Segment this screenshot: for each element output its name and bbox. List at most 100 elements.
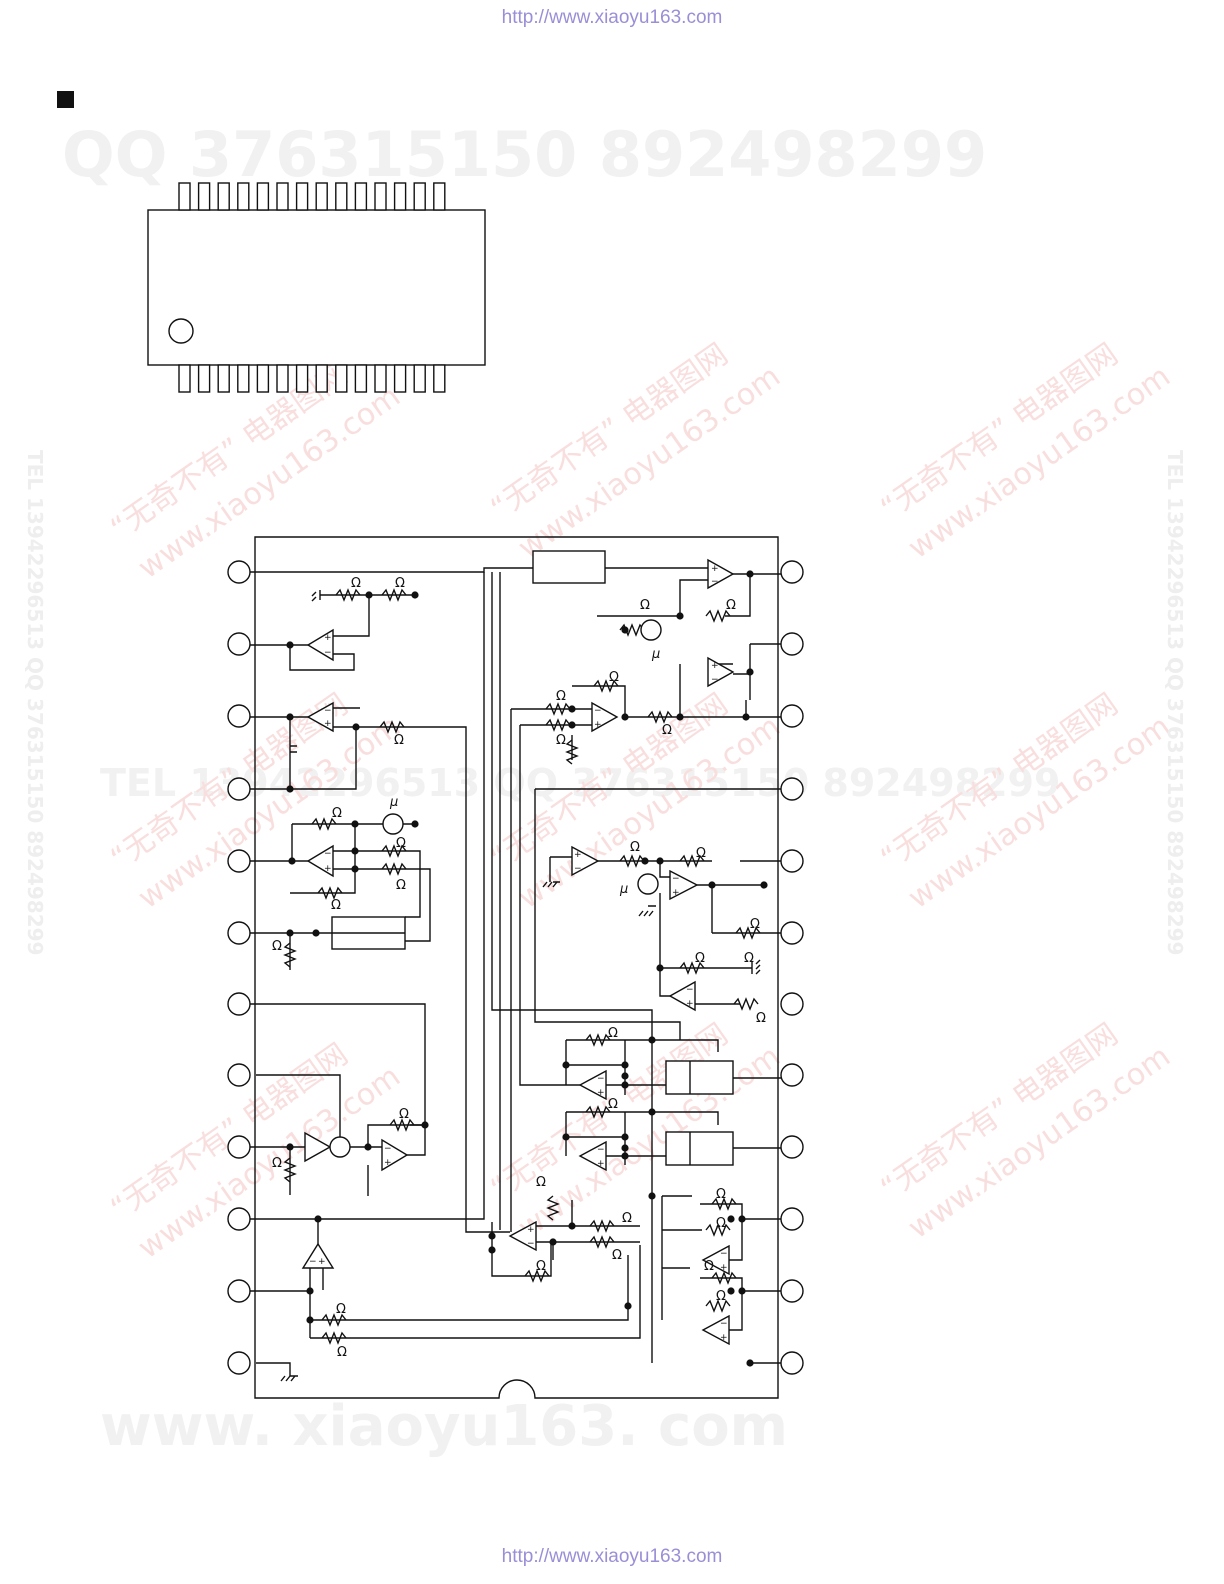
label-ohm: Ω xyxy=(399,1107,409,1122)
junction-dot xyxy=(621,1072,629,1080)
label-ohm: Ω xyxy=(608,1097,618,1112)
pin-circle[interactable] xyxy=(227,704,251,728)
opamp-plus: + xyxy=(324,864,332,874)
left-pins xyxy=(227,560,251,1375)
pin-circle[interactable] xyxy=(227,1135,251,1159)
pin-circle[interactable] xyxy=(780,1063,804,1087)
labels: Ω Ω Ω Ω Ω Ω Ω Ω Ω Ω Ω Ω Ω Ω Ω Ω Ω Ω Ω Ω … xyxy=(272,564,766,1360)
junction-dot xyxy=(727,1287,735,1295)
pin-circle[interactable] xyxy=(780,560,804,584)
package-pin xyxy=(197,182,211,211)
junction-dot xyxy=(364,1143,372,1151)
opamp-minus: − xyxy=(686,985,694,995)
current-source xyxy=(637,873,659,895)
block-ch1 xyxy=(665,1060,734,1095)
pin-circle[interactable] xyxy=(227,632,251,656)
label-ohm: Ω xyxy=(609,670,619,685)
label-ohm: Ω xyxy=(556,733,566,748)
junction-dot xyxy=(746,668,754,676)
junction-dot xyxy=(411,591,419,599)
opamp-plus: + xyxy=(672,888,680,898)
label-ohm: Ω xyxy=(556,689,566,704)
pin-circle[interactable] xyxy=(227,777,251,801)
package-pin xyxy=(393,364,407,393)
opamp-plus: + xyxy=(594,720,602,730)
pin-circle[interactable] xyxy=(780,1279,804,1303)
label-micro: μ xyxy=(619,882,628,897)
label-ohm: Ω xyxy=(744,951,754,966)
junction-dot xyxy=(286,641,294,649)
junction-dot xyxy=(746,1359,754,1367)
label-ohm: Ω xyxy=(396,836,406,851)
package-pin xyxy=(217,182,230,211)
opamp-minus: − xyxy=(384,1144,392,1154)
opamp-plus: + xyxy=(597,1088,605,1098)
label-ohm: Ω xyxy=(695,951,705,966)
transconductance-block xyxy=(329,1136,351,1158)
opamp-minus: − xyxy=(324,648,332,658)
block-top xyxy=(532,550,606,584)
header-url[interactable]: http://www.xiaoyu163.com xyxy=(501,7,723,28)
pin-circle[interactable] xyxy=(780,1135,804,1159)
junction-dot xyxy=(306,1316,314,1324)
opamp-minus: − xyxy=(711,577,719,587)
package-pin xyxy=(335,182,348,211)
junction-dot xyxy=(286,1143,294,1151)
footer-url[interactable]: http://www.xiaoyu163.com xyxy=(501,1546,723,1567)
pin-circle[interactable] xyxy=(780,777,804,801)
opamp-plus: + xyxy=(384,1158,392,1168)
junction-dot xyxy=(738,1287,746,1295)
package-pins xyxy=(178,182,446,393)
label-ohm: Ω xyxy=(272,1156,282,1171)
junction-dots xyxy=(286,570,768,1367)
opamp-plus: + xyxy=(318,1257,326,1267)
pin-circle[interactable] xyxy=(780,1351,804,1375)
wires xyxy=(250,567,781,1376)
opamp-plus: + xyxy=(720,1333,728,1343)
pin-circle[interactable] xyxy=(227,560,251,584)
junction-dot xyxy=(738,1215,746,1223)
junction-dot xyxy=(488,1232,496,1240)
pin-circle[interactable] xyxy=(780,1207,804,1231)
pin-circle[interactable] xyxy=(780,632,804,656)
ground-symbols xyxy=(280,590,761,1382)
pin-circle[interactable] xyxy=(780,921,804,945)
pin-circle[interactable] xyxy=(227,992,251,1016)
pin-circle[interactable] xyxy=(227,1351,251,1375)
junction-dot xyxy=(411,820,419,828)
junction-dot xyxy=(286,929,294,937)
package-pin xyxy=(433,182,446,211)
package-pin xyxy=(433,364,446,393)
label-ohm: Ω xyxy=(716,1187,726,1202)
pin-circle[interactable] xyxy=(227,849,251,873)
junction-dot xyxy=(314,1215,322,1223)
opamp-minus: − xyxy=(720,1319,728,1329)
pin-circle[interactable] xyxy=(780,704,804,728)
resistors xyxy=(283,588,761,1345)
junction-dot xyxy=(568,721,576,729)
pin-circle[interactable] xyxy=(227,1063,251,1087)
package-pin xyxy=(178,364,191,393)
opamp-minus: − xyxy=(597,1145,605,1155)
package-pin xyxy=(335,364,348,393)
junction-dot xyxy=(648,1108,656,1116)
label-ohm: Ω xyxy=(536,1175,546,1190)
label-ohm: Ω xyxy=(756,1011,766,1026)
pin-circle[interactable] xyxy=(780,849,804,873)
pin-circle[interactable] xyxy=(227,1207,251,1231)
junction-dot xyxy=(621,1061,629,1069)
junction-dot xyxy=(306,1287,314,1295)
opamp-minus: − xyxy=(309,1257,317,1267)
watermark-tel: TEL 13942296513 QQ 376315150 892498299 xyxy=(100,761,1060,805)
label-ohm: Ω xyxy=(337,1345,347,1360)
junction-dot xyxy=(676,612,684,620)
pin-circle[interactable] xyxy=(227,1279,251,1303)
pin-circle[interactable] xyxy=(227,921,251,945)
right-pins xyxy=(780,560,804,1375)
label-ohm: Ω xyxy=(640,598,650,613)
block-ch2 xyxy=(665,1131,734,1166)
pin-circle[interactable] xyxy=(780,992,804,1016)
label-ohm: Ω xyxy=(396,878,406,893)
